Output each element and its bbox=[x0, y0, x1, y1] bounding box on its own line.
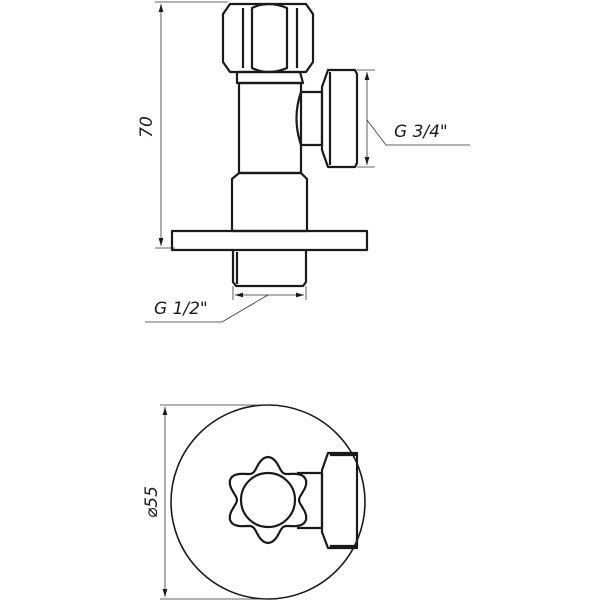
height-dimension-label: 70 bbox=[137, 116, 157, 138]
outlet-thread-dimension: G 3/4" bbox=[357, 69, 470, 168]
top-view bbox=[170, 404, 366, 600]
diameter-label: ⌀55 bbox=[142, 486, 162, 518]
lower-body bbox=[230, 171, 309, 233]
spindle-circle bbox=[239, 471, 297, 529]
outlet-thread-label: G 3/4" bbox=[394, 122, 448, 142]
hex-nut bbox=[221, 2, 315, 74]
inlet-thread-dimension: G 1/2" bbox=[145, 286, 307, 323]
flange bbox=[170, 229, 369, 252]
outlet-stub bbox=[295, 90, 324, 147]
valve-body bbox=[237, 81, 303, 175]
diameter-dimension: ⌀55 bbox=[142, 404, 268, 600]
outlet-cap bbox=[320, 68, 359, 169]
outlet-cap-top bbox=[320, 451, 359, 550]
valve-neck bbox=[235, 70, 305, 85]
inlet-thread bbox=[231, 250, 308, 288]
height-dimension: 70 bbox=[137, 1, 228, 249]
inlet-thread-label: G 1/2" bbox=[154, 299, 208, 319]
side-view bbox=[170, 2, 369, 288]
handwheel-knob bbox=[228, 455, 308, 545]
